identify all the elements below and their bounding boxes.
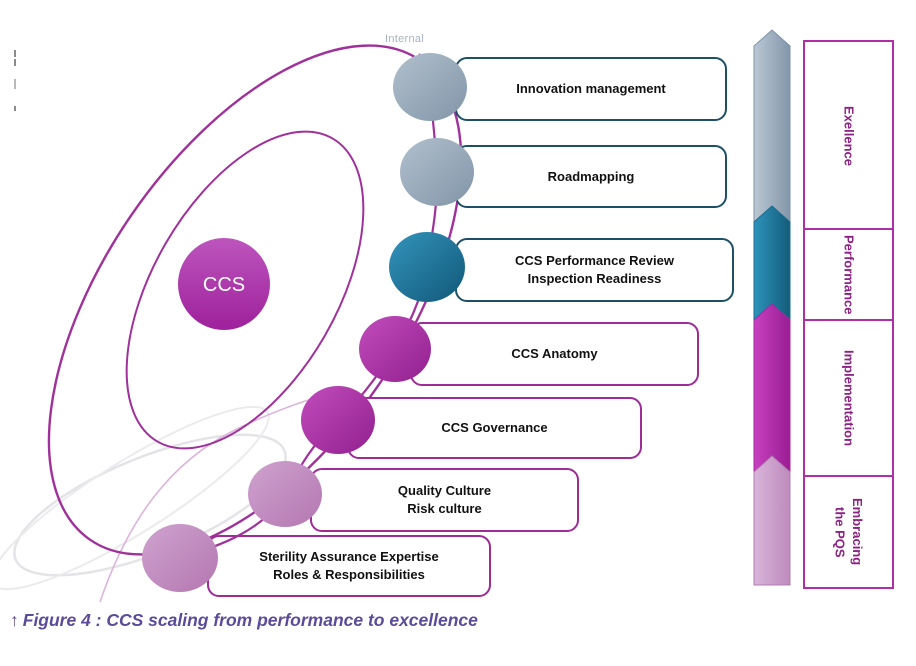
stage-label: Embracing — [850, 498, 866, 566]
page-edge-mark — [14, 106, 16, 111]
stage-box-implementation: Implementation — [803, 319, 894, 478]
item-box-roadmapping: Roadmapping — [455, 145, 727, 208]
caption-text: Figure 4 : CCS scaling from performance … — [22, 610, 478, 630]
stage-label: Performance — [841, 235, 857, 315]
arrow-segment-excellence — [753, 29, 791, 224]
internal-watermark-label: Internal — [385, 33, 425, 45]
stage-label: Implementation — [841, 350, 857, 447]
item-label: Sterility Assurance Expertise — [259, 549, 439, 565]
item-box-quality-culture: Quality Culture Risk culture — [310, 468, 579, 532]
stage-label: Exellence — [841, 105, 857, 166]
page-edge-mark — [14, 59, 16, 66]
arrow-segment-performance — [753, 205, 791, 322]
maturity-arrow — [753, 29, 791, 586]
stage-label-line2: the PQS — [832, 506, 848, 558]
item-label: Innovation management — [516, 81, 666, 97]
item-label: CCS Anatomy — [511, 346, 598, 362]
item-label: Quality Culture — [397, 483, 492, 499]
item-box-ccs-anatomy: CCS Anatomy — [410, 322, 699, 386]
item-label-line2: Roles & Responsibilities — [273, 567, 425, 582]
item-label: Roadmapping — [547, 168, 635, 184]
figure-caption: ↑Figure 4 : CCS scaling from performance… — [10, 610, 478, 631]
item-box-sterility-assurance: Sterility Assurance Expertise Roles & Re… — [207, 535, 491, 597]
item-box-ccs-governance: CCS Governance — [347, 397, 642, 459]
stage-box-performance: Performance — [803, 228, 894, 322]
stage-box-embracing-the-pqs: Embracing the PQS — [803, 475, 894, 589]
arrow-segment-implementation — [753, 303, 791, 474]
item-box-ccs-performance-review: CCS Performance Review Inspection Readin… — [455, 238, 734, 302]
item-label-line2: Risk culture — [407, 501, 482, 516]
item-label: CCS Governance — [441, 420, 548, 436]
item-box-innovation-management: Innovation management — [455, 57, 727, 121]
item-label: CCS Performance Review — [515, 253, 674, 269]
stage-box-excellence: Exellence — [803, 40, 894, 231]
page-edge-mark — [14, 50, 16, 57]
caption-up-arrow-icon: ↑ — [10, 610, 19, 630]
arrow-segment-embracing — [753, 455, 791, 586]
item-label-line2: Inspection Readiness — [527, 271, 662, 286]
page-edge-mark — [14, 79, 16, 89]
